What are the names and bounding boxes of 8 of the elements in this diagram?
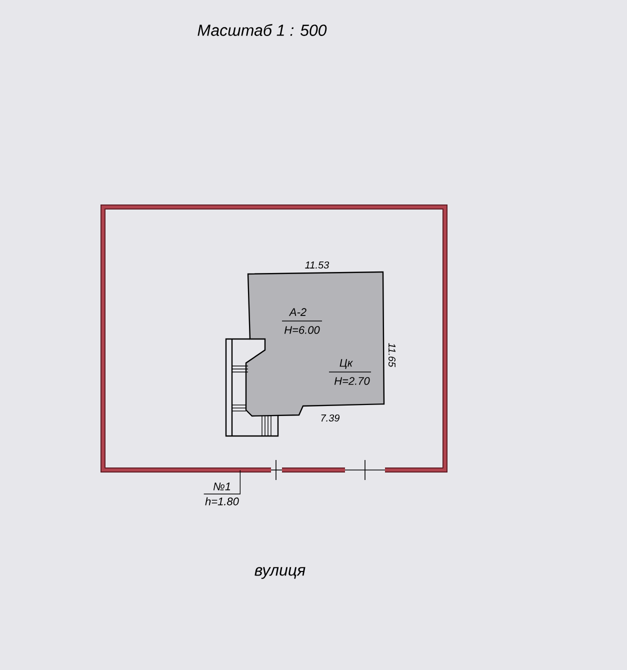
street-label: вулиця [254,567,306,579]
dimension-label: 7.39 [321,414,340,422]
dimension-label: 11.65 [388,343,396,368]
fence-outline [100,204,448,480]
scale-title: Масштаб 1 : 500 [198,24,327,36]
leader-line [203,470,241,494]
dimension-label: 11.53 [305,261,330,269]
fence-note: №1 h=1.80 [205,482,239,506]
